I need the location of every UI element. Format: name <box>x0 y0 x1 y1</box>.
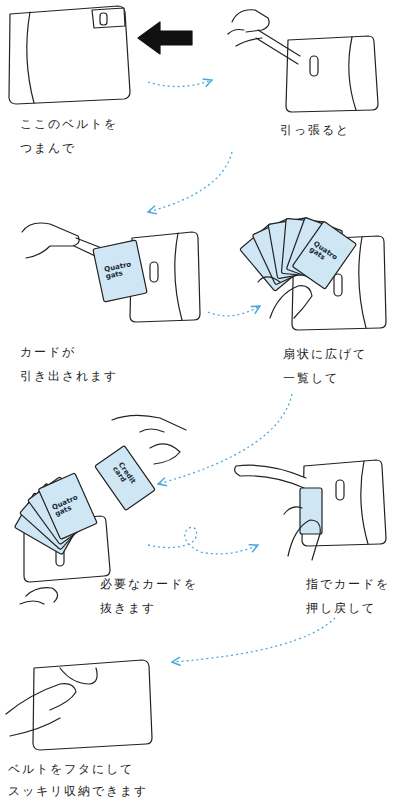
pull-arrow <box>138 22 192 54</box>
flow-arrow <box>148 528 258 554</box>
hand <box>22 223 79 258</box>
holder-slot <box>336 480 344 500</box>
holder-flap <box>359 237 366 328</box>
holder-slot <box>150 262 158 282</box>
belt-strap <box>92 8 125 28</box>
holder-flap <box>361 461 368 544</box>
flow-arrow <box>148 80 212 87</box>
step-caption: 扇状に広げて 一覧して <box>283 342 367 390</box>
hand <box>6 684 76 736</box>
belt <box>235 465 306 488</box>
card <box>292 221 356 289</box>
step-caption: 引っ張ると <box>280 118 350 142</box>
line-art <box>6 6 386 750</box>
flow-arrow <box>148 152 232 212</box>
belt-slot <box>100 13 107 25</box>
belt-flap <box>60 668 97 684</box>
hand <box>112 415 186 464</box>
card-holder <box>9 6 130 104</box>
card-fan <box>240 217 357 291</box>
hand <box>258 277 312 318</box>
step-caption: 指でカードを 押し戻して <box>306 572 390 620</box>
card <box>93 240 147 302</box>
card <box>300 488 322 534</box>
card-fan <box>14 473 97 555</box>
belt <box>256 30 300 64</box>
flow-arrow <box>172 618 335 662</box>
holder-flap <box>27 12 34 103</box>
step-caption: ベルトをフタにして スッキリ収納できます <box>8 758 148 802</box>
holder-flap <box>349 37 356 110</box>
credit-card <box>95 446 155 511</box>
hand <box>228 10 269 46</box>
holder-slot <box>334 274 342 296</box>
holder-slot <box>310 56 318 76</box>
holder-flap <box>175 233 182 320</box>
step-caption: 必要なカードを 抜きます <box>100 572 198 620</box>
hand <box>20 588 58 604</box>
card-holder <box>286 36 378 112</box>
card-holder <box>33 660 152 750</box>
step-caption: カードが 引き出されます <box>20 340 118 388</box>
step-caption: ここのベルトを つまんで <box>20 112 118 160</box>
hand <box>284 507 320 560</box>
card <box>38 473 97 540</box>
flow-arrow <box>158 394 292 484</box>
flow-arrow <box>208 306 260 316</box>
